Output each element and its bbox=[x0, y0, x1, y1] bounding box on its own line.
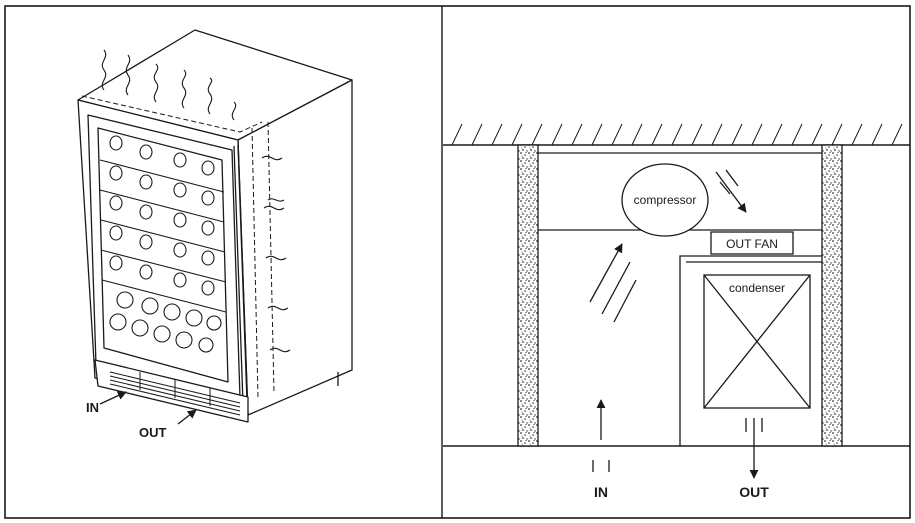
left-out-label: OUT bbox=[139, 425, 167, 440]
right-out-label: OUT bbox=[739, 484, 769, 500]
compressor-label: compressor bbox=[634, 193, 697, 207]
installation-cross-section bbox=[443, 123, 910, 479]
right-in-label: IN bbox=[594, 484, 608, 500]
left-cabinet-wall bbox=[517, 144, 539, 447]
compressor bbox=[621, 163, 709, 237]
figure-frame bbox=[4, 5, 911, 519]
out-fan-label: OUT FAN bbox=[726, 237, 778, 251]
out-fan-box bbox=[710, 231, 794, 255]
condenser-label: condenser bbox=[729, 281, 785, 295]
right-cabinet-wall bbox=[821, 144, 843, 447]
wine-cooler-illustration bbox=[77, 29, 353, 425]
left-in-label: IN bbox=[86, 400, 99, 415]
ceiling-hatching bbox=[451, 123, 903, 146]
